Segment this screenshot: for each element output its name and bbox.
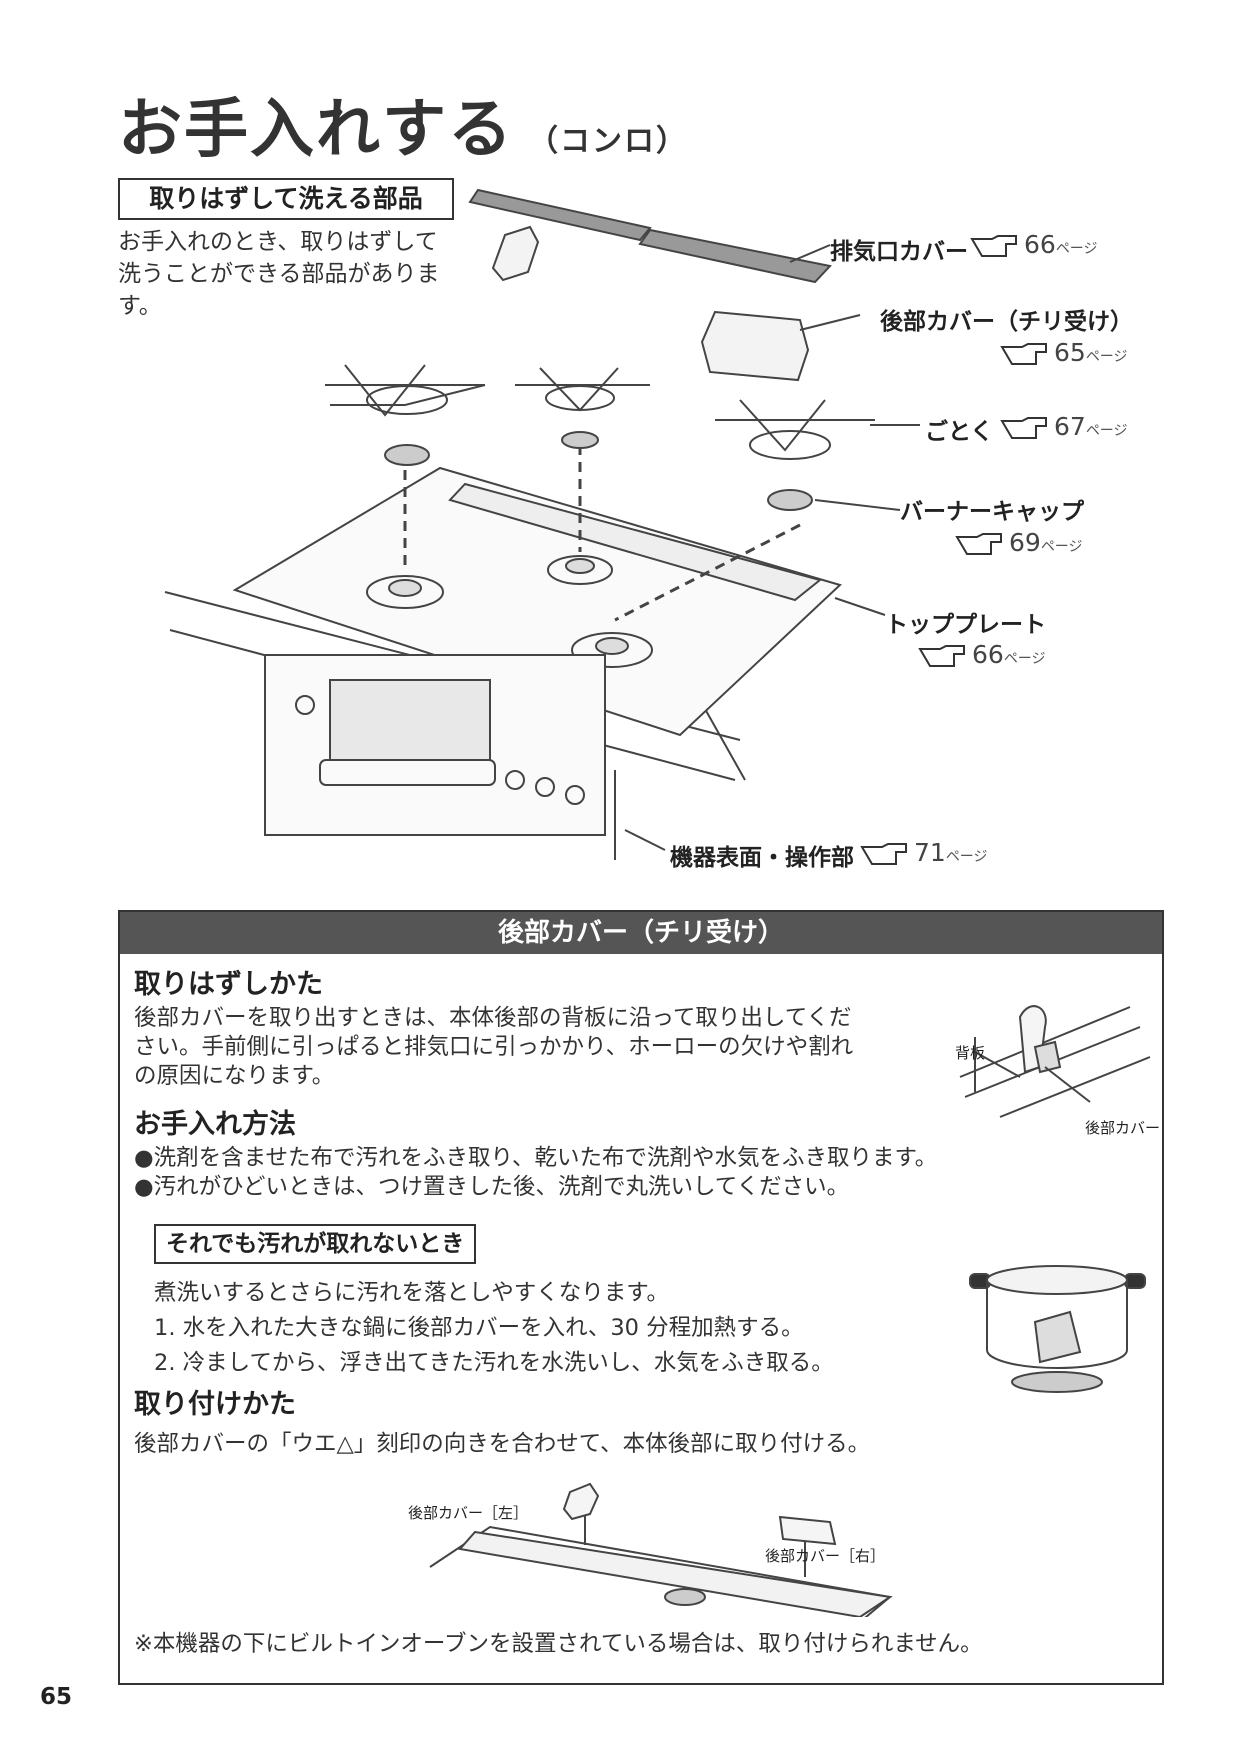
install-illustration: [429, 1482, 893, 1617]
pointing-hand-icon: [860, 843, 907, 865]
callout-surface: 機器表面・操作部: [670, 845, 854, 871]
page-number: 65: [40, 1684, 73, 1710]
callout-top-plate: トッププレート: [885, 612, 1046, 638]
pointing-hand-icon: [1000, 343, 1047, 365]
label-cover-left: 後部カバー［左］: [408, 1504, 529, 1522]
pointing-hand-icon: [955, 533, 1002, 555]
still-dirty-label: それでも汚れが取れないとき: [154, 1224, 477, 1264]
ref-rear-cover[interactable]: 65ページ: [1000, 338, 1128, 367]
pointing-hand-icon: [918, 645, 965, 667]
oven-note: ※本機器の下にビルトインオーブンを設置されている場合は、取り付けられません。: [134, 1631, 983, 1657]
ref-surface[interactable]: 71ページ: [860, 838, 988, 867]
label-cover-right: 後部カバー［右］: [765, 1547, 886, 1565]
callout-exhaust-cover: 排気口カバー: [830, 239, 968, 265]
removal-illustration: [959, 1005, 1151, 1118]
pointing-hand-icon: [1000, 417, 1047, 439]
callout-burner-cap: バーナーキャップ: [900, 499, 1084, 525]
ref-gotoku[interactable]: 67ページ: [1000, 412, 1128, 441]
rear-cover-panel: 後部カバー（チリ受け） 取りはずしかた 後部カバーを取り出すときは、本体後部の背…: [118, 910, 1164, 1685]
boil-wash-text: 煮洗いするとさらに汚れを落としやすくなります。1. 水を入れた大きな鍋に後部カバ…: [154, 1280, 834, 1376]
ref-burner-cap[interactable]: 69ページ: [955, 528, 1083, 557]
removable-parts-label: 取りはずして洗える部品: [118, 178, 454, 220]
intro-text: お手入れのとき、取りはずして洗うことができる部品があります。: [118, 229, 440, 319]
care-bullets: ●洗剤を含ませた布で汚れをふき取り、乾いた布で洗剤や水気をふき取ります。●汚れが…: [134, 1145, 938, 1200]
page-title: お手入れする（コンロ）: [118, 93, 688, 167]
label-back-board: 背板: [955, 1044, 986, 1062]
heading-removal: 取りはずしかた: [134, 969, 323, 1000]
install-text: 後部カバーの「ウエ△」刻印の向きを合わせて、本体後部に取り付ける。: [134, 1431, 871, 1457]
page-title-sub: （コンロ）: [528, 124, 688, 159]
panel-header: 後部カバー（チリ受け）: [120, 912, 1162, 954]
ref-exhaust-cover[interactable]: 66ページ: [970, 230, 1098, 259]
stove-illustration: [164, 188, 920, 860]
heading-install: 取り付けかた: [134, 1389, 296, 1420]
removal-text: 後部カバーを取り出すときは、本体後部の背板に沿って取り出してください。手前側に引…: [134, 1005, 854, 1089]
pot-illustration: [969, 1265, 1146, 1393]
pointing-hand-icon: [970, 235, 1017, 257]
callout-rear-cover: 後部カバー（チリ受け）: [880, 309, 1133, 335]
label-rear-cover: 後部カバー: [1085, 1119, 1161, 1137]
ref-top-plate[interactable]: 66ページ: [918, 640, 1046, 669]
heading-care: お手入れ方法: [134, 1109, 296, 1140]
callout-gotoku: ごとく: [925, 419, 994, 445]
